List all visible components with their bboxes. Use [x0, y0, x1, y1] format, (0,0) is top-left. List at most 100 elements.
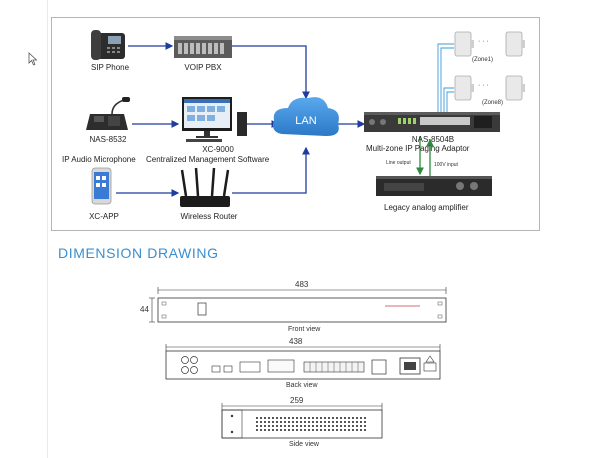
page-divider — [47, 0, 48, 458]
vent-slot — [336, 417, 338, 419]
vent-slot — [344, 429, 346, 431]
vent-slot — [296, 417, 298, 419]
vent-slot — [360, 425, 362, 427]
vent-slot — [316, 429, 318, 431]
management-software-monitor — [182, 97, 247, 142]
vent-slot — [284, 417, 286, 419]
side-width-dimension: 259 — [290, 396, 304, 405]
vent-slot — [316, 421, 318, 423]
vent-slot — [256, 429, 258, 431]
vent-slot — [256, 417, 258, 419]
vent-slot — [352, 429, 354, 431]
lan-label: LAN — [295, 115, 317, 127]
input-100v-label: 100V input — [434, 162, 458, 168]
vent-slot — [340, 417, 342, 419]
vent-slot — [300, 417, 302, 419]
vent-slot — [356, 429, 358, 431]
vent-slot — [288, 417, 290, 419]
vent-slot — [280, 425, 282, 427]
vent-slot — [364, 425, 366, 427]
vent-slot — [288, 421, 290, 423]
back-view-label: Back view — [286, 382, 318, 389]
vent-slot — [300, 425, 302, 427]
mobile-phone-device — [91, 167, 112, 205]
vent-slot — [364, 429, 366, 431]
dimension-drawing-title: DIMENSION DRAWING — [58, 245, 219, 261]
vent-slot — [280, 417, 282, 419]
vent-slot — [308, 417, 310, 419]
vent-slot — [328, 417, 330, 419]
vent-slot — [292, 417, 294, 419]
zone8-label: (Zone8) — [482, 100, 504, 106]
lan-cloud — [273, 97, 339, 136]
vent-slot — [320, 421, 322, 423]
vent-slot — [304, 421, 306, 423]
voip-pbx-device — [174, 36, 232, 58]
zone1-ellipsis: · · · — [478, 38, 489, 45]
vent-slot — [256, 421, 258, 423]
vent-slot — [340, 421, 342, 423]
vent-slot — [272, 417, 274, 419]
vent-slot — [348, 425, 350, 427]
voip-pbx-label: VOIP PBX — [184, 63, 222, 72]
front-view-panel — [157, 297, 447, 323]
vent-slot — [316, 425, 318, 427]
vent-slot — [320, 429, 322, 431]
vent-slot — [348, 421, 350, 423]
vent-slot — [292, 429, 294, 431]
vent-slot — [344, 417, 346, 419]
vent-slot — [292, 421, 294, 423]
vent-slot — [280, 421, 282, 423]
wireless-router-device — [180, 167, 230, 207]
vent-slot — [284, 421, 286, 423]
adaptor-desc-label: Multi-zone IP Paging Adaptor — [366, 144, 470, 153]
vent-slot — [336, 429, 338, 431]
vent-slot — [260, 425, 262, 427]
vent-slot — [304, 425, 306, 427]
vent-slot — [280, 429, 282, 431]
vent-slot — [312, 421, 314, 423]
vent-slot — [272, 425, 274, 427]
vent-slot — [360, 429, 362, 431]
vent-slot — [260, 429, 262, 431]
vent-slot — [352, 421, 354, 423]
vent-slot — [296, 425, 298, 427]
back-width-dimension: 438 — [289, 337, 303, 346]
vent-slot — [292, 425, 294, 427]
connection-lines — [116, 42, 366, 197]
vent-slot — [324, 425, 326, 427]
front-width-dimension: 483 — [295, 280, 309, 289]
vent-slot — [264, 425, 266, 427]
vent-slot — [288, 425, 290, 427]
side-view-label: Side view — [289, 441, 319, 448]
vent-slot — [284, 425, 286, 427]
vent-slot — [300, 429, 302, 431]
vent-slot — [332, 425, 334, 427]
vent-slot — [336, 425, 338, 427]
vent-grid — [256, 417, 366, 431]
vent-slot — [340, 429, 342, 431]
front-height-dimension: 44 — [140, 305, 149, 314]
paging-adaptor-device — [364, 112, 500, 132]
vent-slot — [256, 425, 258, 427]
vent-slot — [328, 425, 330, 427]
vent-slot — [268, 421, 270, 423]
vent-slot — [348, 429, 350, 431]
line-output-label: Line output — [386, 160, 411, 166]
vent-slot — [344, 421, 346, 423]
analog-amplifier-device — [376, 176, 492, 196]
adaptor-model-label: NAS-8504B — [411, 135, 455, 144]
vent-slot — [336, 421, 338, 423]
zone1-label: (Zone1) — [472, 57, 494, 63]
back-view-panel — [165, 350, 441, 380]
vent-slot — [304, 417, 306, 419]
sip-phone-device — [91, 30, 125, 60]
zone8-ellipsis: · · · — [478, 82, 489, 89]
speaker-mounts — [471, 40, 525, 92]
vent-slot — [268, 417, 270, 419]
sip-phone-label: SIP Phone — [90, 63, 130, 72]
vent-slot — [312, 429, 314, 431]
router-label: Wireless Router — [180, 212, 238, 221]
